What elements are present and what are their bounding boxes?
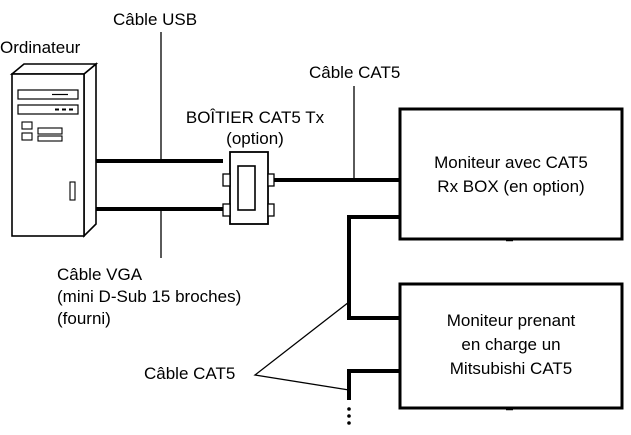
cat5-bottom-leader-line [253,301,350,391]
computer-label: Ordinateur [0,38,81,57]
usb-cable-label: Câble USB [113,10,197,29]
monitor-2 [398,282,624,411]
vga-cable-label-line3: (fourni) [57,309,111,328]
monitor1-label-line2: Rx BOX (en option) [437,177,584,196]
monitor2-label-line2: en charge un [461,335,560,354]
computer-tower [9,62,99,238]
vga-cable-label-line2: (mini D-Sub 15 broches) [57,287,241,306]
monitor2-label-line3: Mitsubishi CAT5 [450,359,573,378]
cat5-tx-box [222,151,275,225]
vga-cable-label-line1: Câble VGA [57,265,143,284]
continuation-dots [347,407,351,425]
cat5-cable-monitor1-to-monitor2 [347,215,400,320]
cat5-cable-top-label: Câble CAT5 [309,63,400,82]
cat5-cable-bottom-label: Câble CAT5 [144,364,235,383]
tx-box-label-line1: BOÎTIER CAT5 Tx [186,108,325,127]
tx-box-label-line2: (option) [226,129,284,148]
monitor-1 [398,107,624,242]
monitor2-label-line1: Moniteur prenant [447,311,576,330]
cat5-cable-monitor2-out [347,369,400,400]
monitor1-label-line1: Moniteur avec CAT5 [434,153,588,172]
